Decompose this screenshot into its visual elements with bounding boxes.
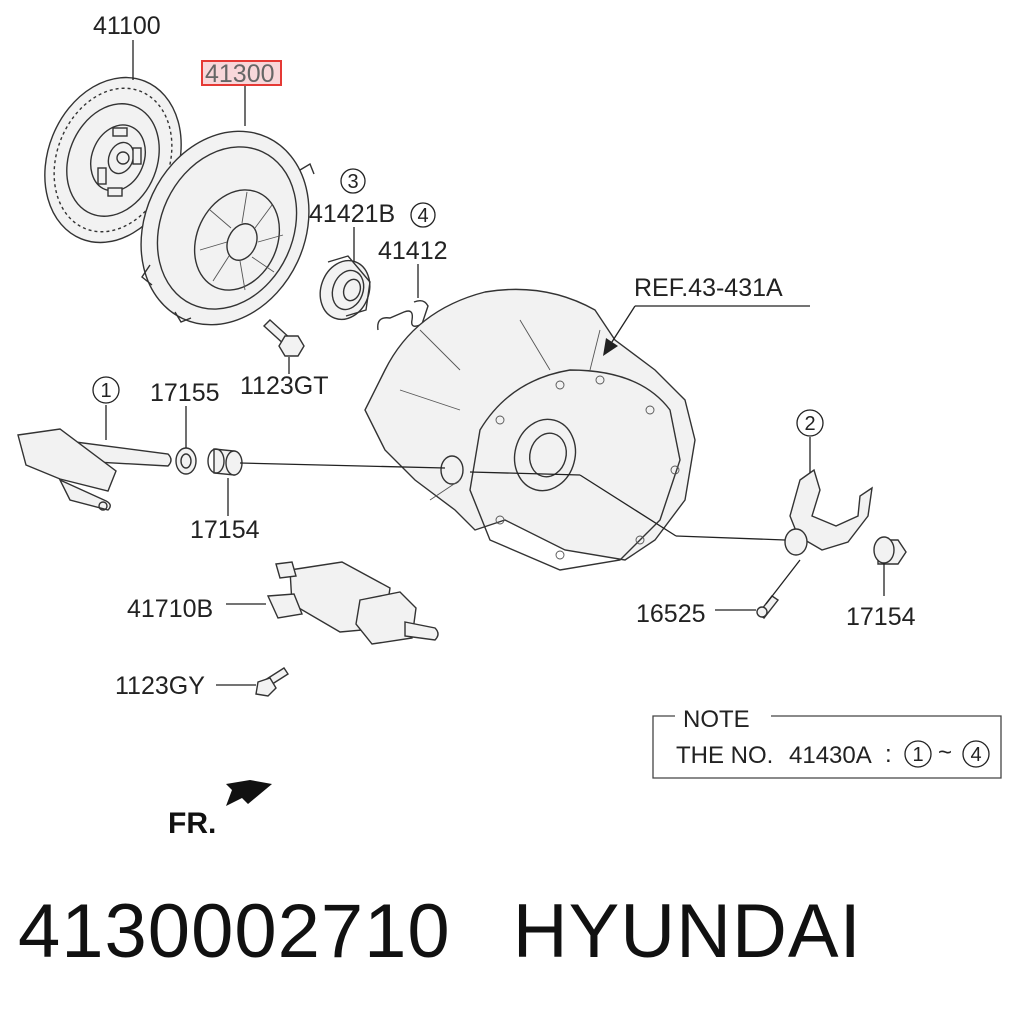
label-41412[interactable]: 41412 [378,237,448,265]
callout-1: 1 [92,376,120,404]
clutch-parts-diagram: 3 4 1 2 41100 41300 41421B 41412 REF.43-… [17,12,1002,840]
bolt-1123gt[interactable] [262,319,305,357]
callout-3: 3 [340,168,366,194]
front-arrow-icon [226,780,272,806]
callout-4: 4 [410,202,436,228]
leader-lines [105,40,885,686]
release-clip[interactable] [377,299,429,331]
note-tilde: ~ [938,739,952,766]
release-fork[interactable] [784,468,873,556]
note-box: NOTE THE NO. 41430A : 1 ~ 4 [652,706,1002,779]
callout-4-number: 4 [417,205,428,227]
clutch-disc[interactable] [21,57,205,263]
product-part-number: 4130002710 [18,889,451,974]
label-17155[interactable]: 17155 [150,379,220,407]
bushing-17155[interactable] [175,447,197,475]
callout-2: 2 [796,409,824,437]
product-brand: HYUNDAI [512,889,862,974]
clutch-cover-pressure-plate[interactable] [110,104,340,353]
clutch-release-cylinder[interactable] [266,561,439,645]
highlight-box-41300 [201,60,282,86]
release-bearing[interactable] [312,254,378,327]
label-1123gt[interactable]: 1123GT [240,372,328,400]
note-part-number: 41430A [789,742,872,769]
transaxle-housing [364,288,696,571]
note-range-start: 1 [912,744,923,766]
label-16525[interactable]: 16525 [636,600,706,628]
callout-1-number: 1 [100,380,111,402]
note-colon: : [885,741,892,768]
bushing-17154-right[interactable] [873,536,907,565]
callout-3-number: 3 [347,171,358,193]
label-1123gy[interactable]: 1123GY [115,672,205,700]
callout-2-number: 2 [804,413,815,435]
note-range-end: 4 [970,744,981,766]
ref-arrowhead [603,338,618,356]
label-17154-left[interactable]: 17154 [190,516,260,544]
label-41710b[interactable]: 41710B [127,595,213,623]
note-text: THE NO. [676,742,773,769]
label-41300[interactable]: 41300 [205,60,275,88]
front-label: FR. [168,807,216,840]
note-title: NOTE [683,706,750,733]
product-caption: 4130002710 HYUNDAI [18,888,862,975]
clutch-release-lever[interactable] [17,428,172,511]
bolt-16525[interactable] [756,595,780,619]
bolt-1123gy[interactable] [255,667,289,697]
label-17154-right[interactable]: 17154 [846,603,916,631]
label-41421b[interactable]: 41421B [309,200,395,228]
bushing-17154-left[interactable] [207,448,243,476]
label-41100[interactable]: 41100 [93,12,161,40]
front-direction-marker: FR. [168,780,272,840]
label-ref-43-431a[interactable]: REF.43-431A [634,274,783,302]
